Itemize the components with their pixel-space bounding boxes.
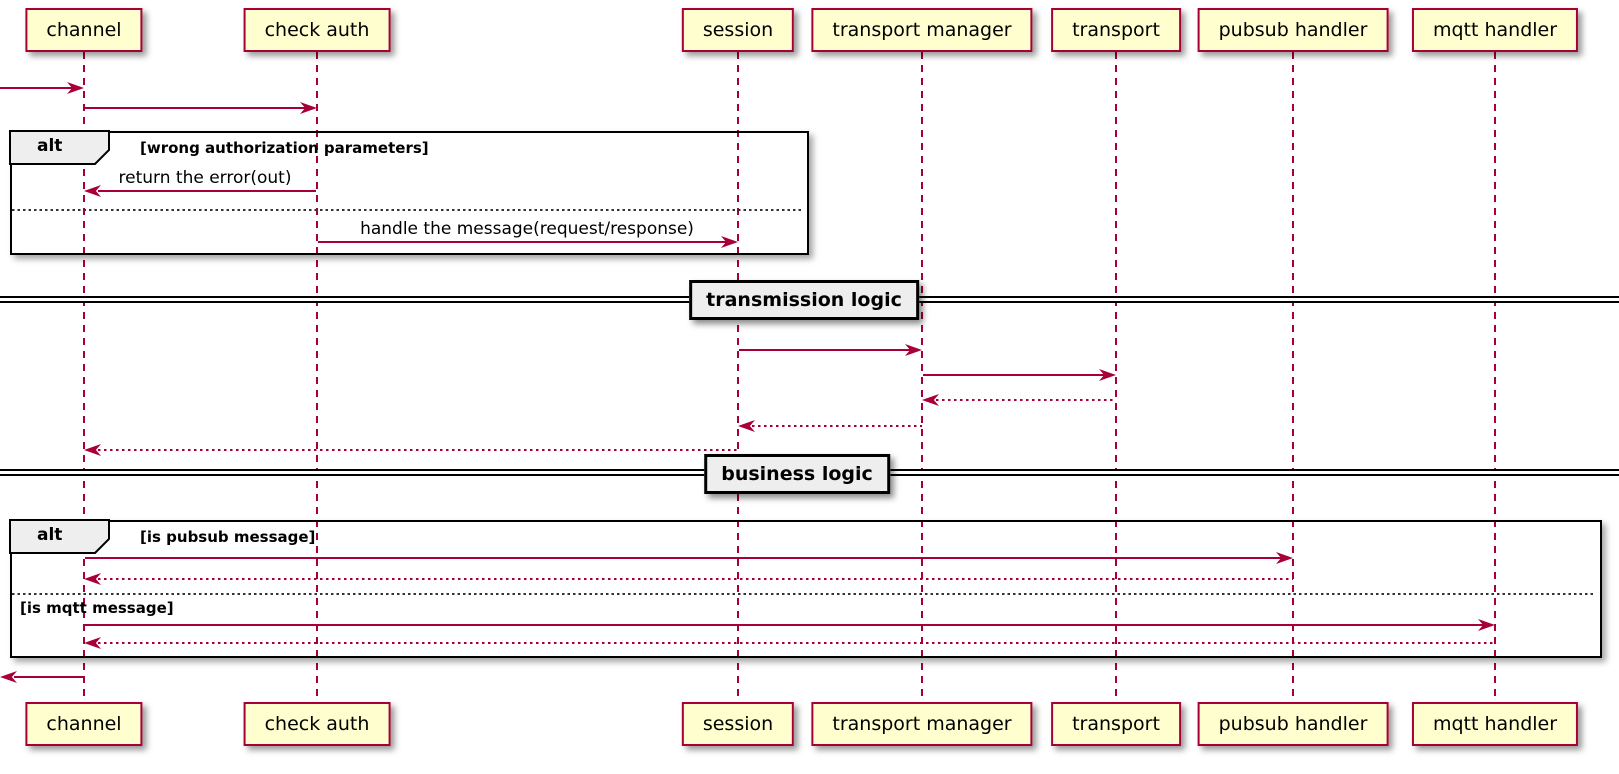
- participant-bottom-session: session: [681, 702, 795, 746]
- message-arrow-channel-mqtt: [85, 624, 1485, 626]
- alt-frame-message-type: [10, 520, 1602, 658]
- alt-frame-auth: [10, 131, 809, 255]
- alt-operator-tab: [9, 130, 110, 165]
- participant-bottom-channel: channel: [25, 702, 143, 746]
- alt-condition-wrong-auth: [wrong authorization parameters]: [140, 139, 429, 157]
- participant-top-transport-manager: transport manager: [811, 8, 1033, 52]
- participant-top-transport: transport: [1051, 8, 1181, 52]
- message-label-return-error: return the error(out): [118, 168, 292, 188]
- participant-bottom-mqtt-handler: mqtt handler: [1411, 702, 1579, 746]
- lifeline-check-auth: [316, 52, 318, 702]
- alt-else-divider: [12, 209, 803, 211]
- return-arrow-tm-session: [752, 425, 922, 427]
- alt-else-divider: [12, 593, 1596, 595]
- message-arrow-tm-transport: [923, 374, 1106, 376]
- participant-bottom-pubsub-handler: pubsub handler: [1197, 702, 1389, 746]
- participant-bottom-transport-manager: transport manager: [811, 702, 1033, 746]
- participant-top-check-auth: check auth: [243, 8, 391, 52]
- participant-top-session: session: [681, 8, 795, 52]
- lifeline-mqtt-handler: [1494, 52, 1496, 702]
- participant-top-mqtt-handler: mqtt handler: [1411, 8, 1579, 52]
- lifeline-pubsub-handler: [1292, 52, 1294, 702]
- message-arrow-handle-message: [318, 241, 728, 243]
- message-arrow-channel-pubsub: [85, 557, 1283, 559]
- participant-bottom-transport: transport: [1051, 702, 1181, 746]
- return-arrow-transport-tm: [936, 399, 1116, 401]
- lifeline-transport: [1115, 52, 1117, 702]
- alt-operator-tab: [9, 519, 110, 554]
- message-arrow-channel-out: [14, 676, 84, 678]
- return-arrow-mqtt-channel: [98, 642, 1495, 644]
- participant-top-pubsub-handler: pubsub handler: [1197, 8, 1389, 52]
- return-arrow-pubsub-channel: [98, 578, 1293, 580]
- participant-top-channel: channel: [25, 8, 143, 52]
- alt-operator-label: alt: [37, 525, 63, 545]
- message-arrow-session-tm: [739, 349, 912, 351]
- lifeline-session: [737, 52, 739, 702]
- divider-transmission-logic-label: transmission logic: [689, 280, 919, 320]
- return-arrow-session-channel: [98, 449, 738, 451]
- divider-business-logic-label: business logic: [704, 454, 890, 494]
- lifeline-channel: [83, 52, 85, 702]
- alt-condition-is-mqtt: [is mqtt message]: [20, 599, 174, 617]
- message-arrow-channel-checkauth: [85, 107, 307, 109]
- message-arrow-return-error: [98, 190, 316, 192]
- alt-condition-is-pubsub: [is pubsub message]: [140, 528, 316, 546]
- participant-bottom-check-auth: check auth: [243, 702, 391, 746]
- lifeline-transport-manager: [921, 52, 923, 702]
- message-arrow-in-channel: [0, 87, 72, 89]
- alt-operator-label: alt: [37, 136, 63, 156]
- message-label-handle-message: handle the message(request/response): [360, 219, 694, 239]
